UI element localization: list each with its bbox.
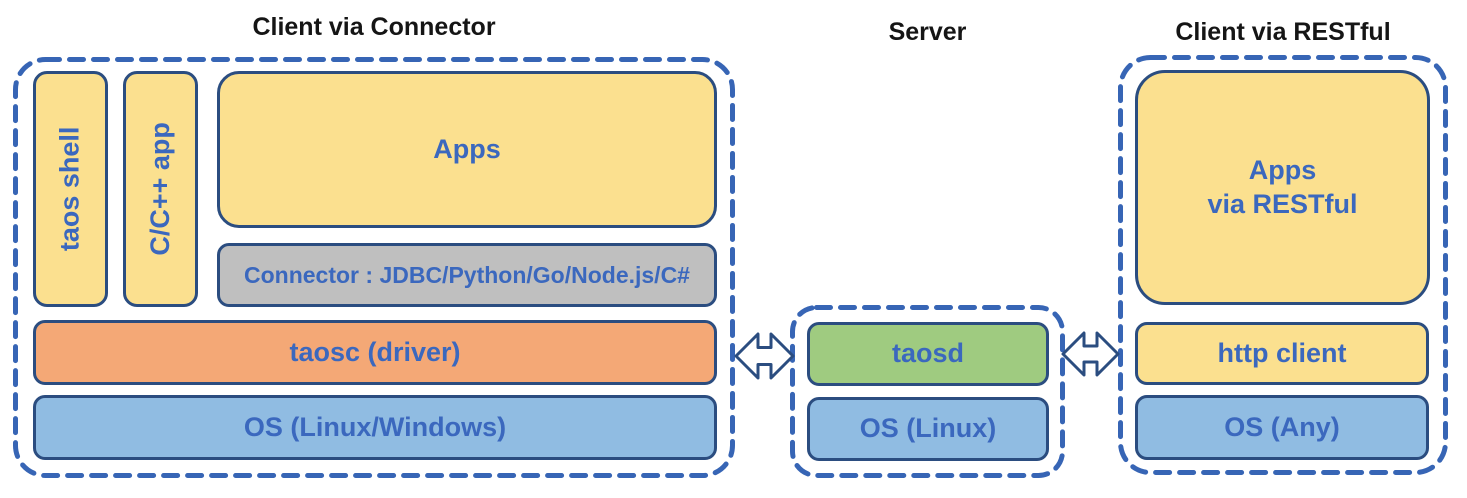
connector-label: Connector : JDBC/Python/Go/Node.js/C# [244,261,690,288]
left-double-arrow-icon [734,332,795,380]
taosc-driver-box: taosc (driver) [33,320,717,385]
server-group-outline [790,305,1065,478]
apps-label: Apps [433,133,501,164]
cpp-app-label: C/C++ app [144,122,175,256]
http-client-box: http client [1135,322,1429,385]
apps-restful-label-line2: via RESTful [1207,188,1358,219]
connector-box: Connector : JDBC/Python/Go/Node.js/C# [217,243,717,307]
cpp-app-box: C/C++ app [123,71,198,307]
os-server-box: OS (Linux) [807,397,1049,461]
os-client-label: OS (Linux/Windows) [243,411,507,442]
taosd-label: taosd [891,338,964,369]
apps-restful-box: Apps via RESTful [1135,70,1430,305]
apps-restful-label-line1: Apps [1248,154,1317,185]
taos-shell-label: taos shell [54,126,85,252]
right-double-arrow-icon [1061,331,1120,377]
apps-box: Apps [217,71,717,228]
client-restful-group-outline [1118,55,1448,475]
apps-restful-label: Apps via RESTful [1207,154,1357,222]
client-connector-group-outline [13,57,735,478]
os-server-label: OS (Linux) [859,413,997,444]
os-restful-box: OS (Any) [1135,395,1429,460]
taosc-driver-label: taosc (driver) [289,336,461,367]
client-restful-title: Client via RESTful [1175,18,1391,46]
os-client-box: OS (Linux/Windows) [33,395,717,460]
taosd-box: taosd [807,322,1049,386]
http-client-label: http client [1217,337,1347,368]
taos-shell-box: taos shell [33,71,108,307]
server-title: Server [888,18,967,46]
os-restful-label: OS (Any) [1224,411,1340,442]
client-connector-title: Client via Connector [252,13,496,41]
